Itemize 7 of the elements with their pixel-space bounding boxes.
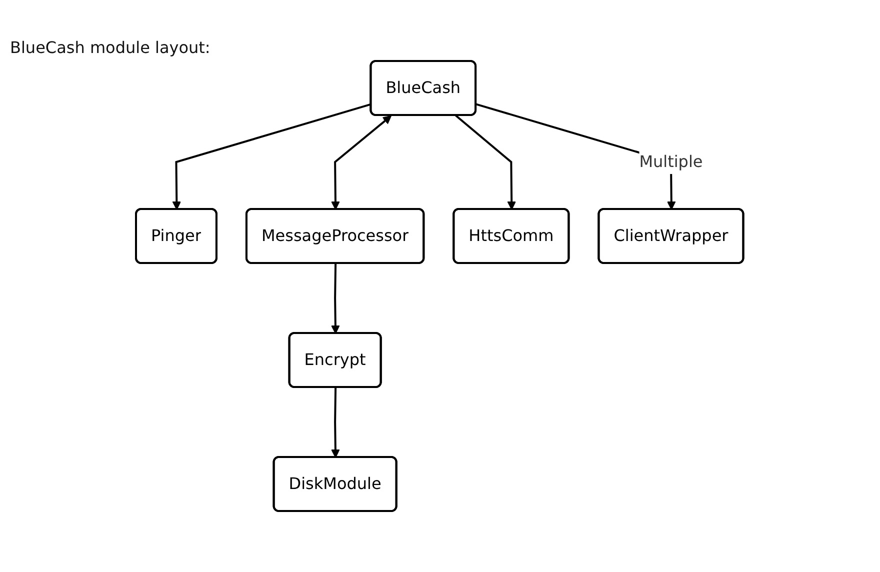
arrow [331,387,340,458]
arrow [331,115,392,210]
diagram-title: BlueCash module layout: [10,38,210,57]
arrow [331,263,340,334]
arrow [172,103,372,210]
edge-label: Multiple [640,152,704,171]
arrow [455,114,516,210]
